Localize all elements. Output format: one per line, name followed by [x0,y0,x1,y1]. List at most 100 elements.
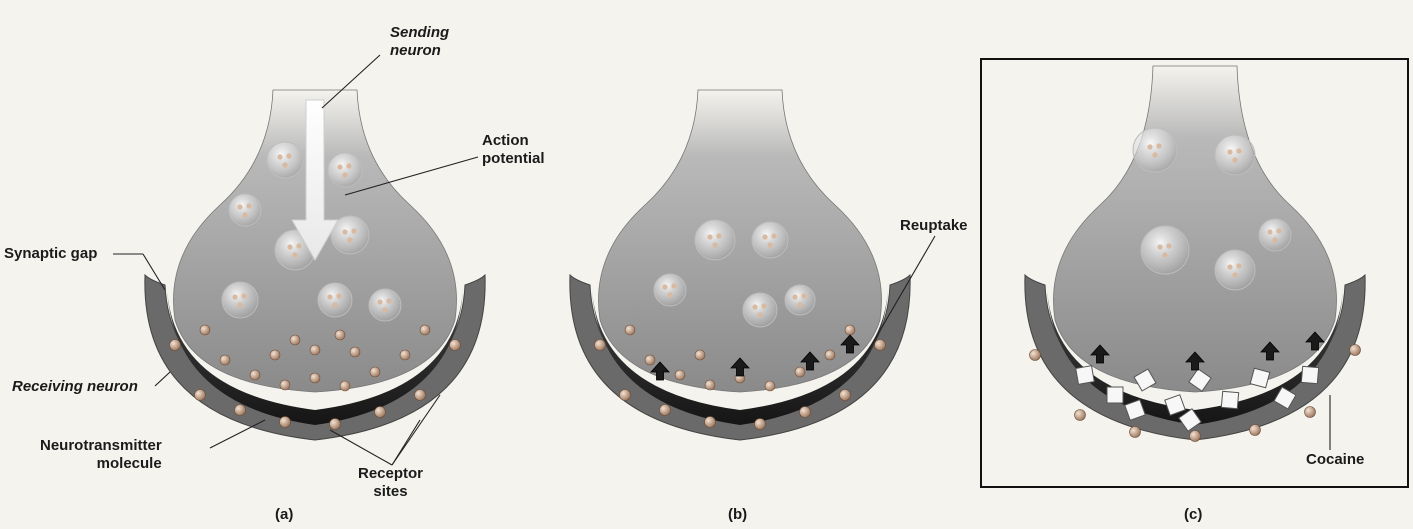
neurotransmitter-molecule [370,367,380,377]
receptor-site [280,417,291,428]
neurotransmitter-molecule [625,325,635,335]
receptor-site [375,407,386,418]
label-receiving-neuron: Receiving neuron [12,378,138,396]
neurotransmitter-molecule [200,325,210,335]
receptor-site [170,340,181,351]
vesicle-molecule [716,233,721,238]
receptor-site [755,419,766,430]
caption-a: (a) [275,506,293,523]
vesicle-molecule [342,172,347,177]
receptor-site [840,390,851,401]
vesicle-molecule [241,293,246,298]
neurotransmitter-molecule [310,373,320,383]
vesicle-molecule [762,234,767,239]
vesicle-molecule [761,303,766,308]
vesicle-molecule [337,164,342,169]
neurotransmitter-molecule [350,347,360,357]
vesicle-molecule [771,233,776,238]
vesicle-molecule [242,212,247,217]
neurotransmitter-molecule [420,325,430,335]
vesicle-molecule [237,204,242,209]
leader-receptor-sites [330,430,392,465]
receptor-site [235,405,246,416]
vesicle [267,142,303,178]
vesicle-molecule [671,283,676,288]
vesicle-molecule [707,234,712,239]
vesicle [654,274,686,306]
label-neurotransmitter-molecule: Neurotransmitter molecule [40,437,162,473]
neurotransmitter-molecule [340,381,350,391]
vesicle-molecule [792,294,797,299]
vesicle-molecule [287,244,292,249]
vesicle-molecule [767,242,772,247]
vesicle-molecule [712,242,717,247]
neurotransmitter-molecule [845,325,855,335]
neurotransmitter-molecule [280,380,290,390]
label-cocaine: Cocaine [1306,451,1364,469]
sending-neuron-terminal [598,90,881,392]
receptor-site [330,419,341,430]
receptor-site [195,390,206,401]
vesicle [369,289,401,321]
vesicle [785,285,815,315]
label-synaptic-gap: Synaptic gap [4,245,97,263]
vesicle-molecule [327,294,332,299]
vesicle-molecule [282,162,287,167]
leader-neurotransmitter [210,420,265,448]
vesicle-molecule [386,298,391,303]
vesicle-molecule [342,229,347,234]
vesicle [318,283,352,317]
neurotransmitter-molecule [270,350,280,360]
neurotransmitter-molecule [645,355,655,365]
receptor-site [595,340,606,351]
vesicle [222,282,258,318]
vesicle-molecule [232,294,237,299]
vesicle [229,194,261,226]
caption-c: (c) [1184,506,1202,523]
vesicle [743,293,777,327]
vesicle-molecule [292,252,297,257]
vesicle-molecule [332,302,337,307]
label-action-potential: Action potential [482,132,545,168]
receptor-site [620,390,631,401]
vesicle-molecule [797,302,802,307]
vesicle-molecule [346,163,351,168]
vesicle-molecule [757,312,762,317]
leader-receiving-neuron [155,372,170,386]
label-sending-neuron: Sending neuron [390,24,449,60]
neurotransmitter-molecule [220,355,230,365]
panel-c-frame [980,58,1409,488]
neurotransmitter-molecule [290,335,300,345]
receptor-site [415,390,426,401]
panel-b-synapse [570,90,910,440]
vesicle [328,153,362,187]
vesicle-molecule [382,307,387,312]
receptor-site [705,417,716,428]
label-receptor-sites: Receptor sites [358,465,423,501]
neurotransmitter-molecule [675,370,685,380]
neurotransmitter-molecule [825,350,835,360]
vesicle-molecule [351,228,356,233]
vesicle-molecule [801,293,806,298]
vesicle [752,222,788,258]
vesicle-molecule [752,304,757,309]
caption-b: (b) [728,506,747,523]
receptor-site [660,405,671,416]
vesicle-molecule [286,153,291,158]
panel-a-synapse [145,90,485,440]
neurotransmitter-molecule [310,345,320,355]
vesicle-molecule [377,299,382,304]
vesicle-molecule [347,237,352,242]
vesicle-molecule [667,292,672,297]
neurotransmitter-molecule [400,350,410,360]
vesicle-molecule [296,243,301,248]
vesicle-molecule [662,284,667,289]
receptor-site [800,407,811,418]
vesicle-molecule [246,203,251,208]
neurotransmitter-molecule [795,367,805,377]
neurotransmitter-molecule [335,330,345,340]
neurotransmitter-molecule [705,380,715,390]
neurotransmitter-molecule [765,381,775,391]
vesicle-molecule [277,154,282,159]
neurotransmitter-molecule [695,350,705,360]
